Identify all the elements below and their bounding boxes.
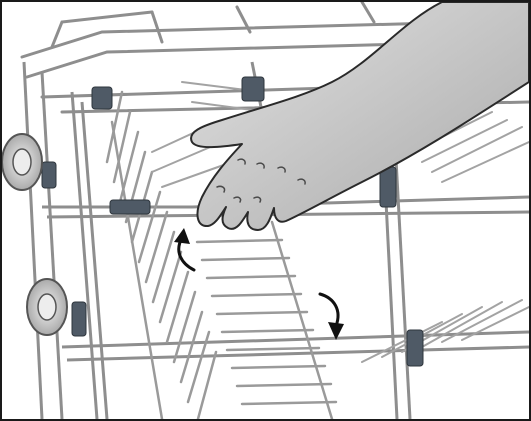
- rotate-arrow-down-icon: [320, 294, 344, 340]
- clip-right-upper: [380, 167, 396, 207]
- hand-icon: [191, 2, 529, 230]
- rack-left-posts: [24, 62, 107, 419]
- clip-top-left: [92, 87, 112, 109]
- clip-left-lower: [72, 302, 86, 336]
- clip-right-lower: [407, 330, 423, 366]
- clip-middle-left: [110, 200, 150, 214]
- wheel-icon: [2, 134, 67, 335]
- tine-row-bottom-right: [362, 300, 529, 362]
- clip-left-upper: [42, 162, 56, 188]
- tine-row-right: [197, 222, 336, 419]
- clip-top-center: [242, 77, 264, 101]
